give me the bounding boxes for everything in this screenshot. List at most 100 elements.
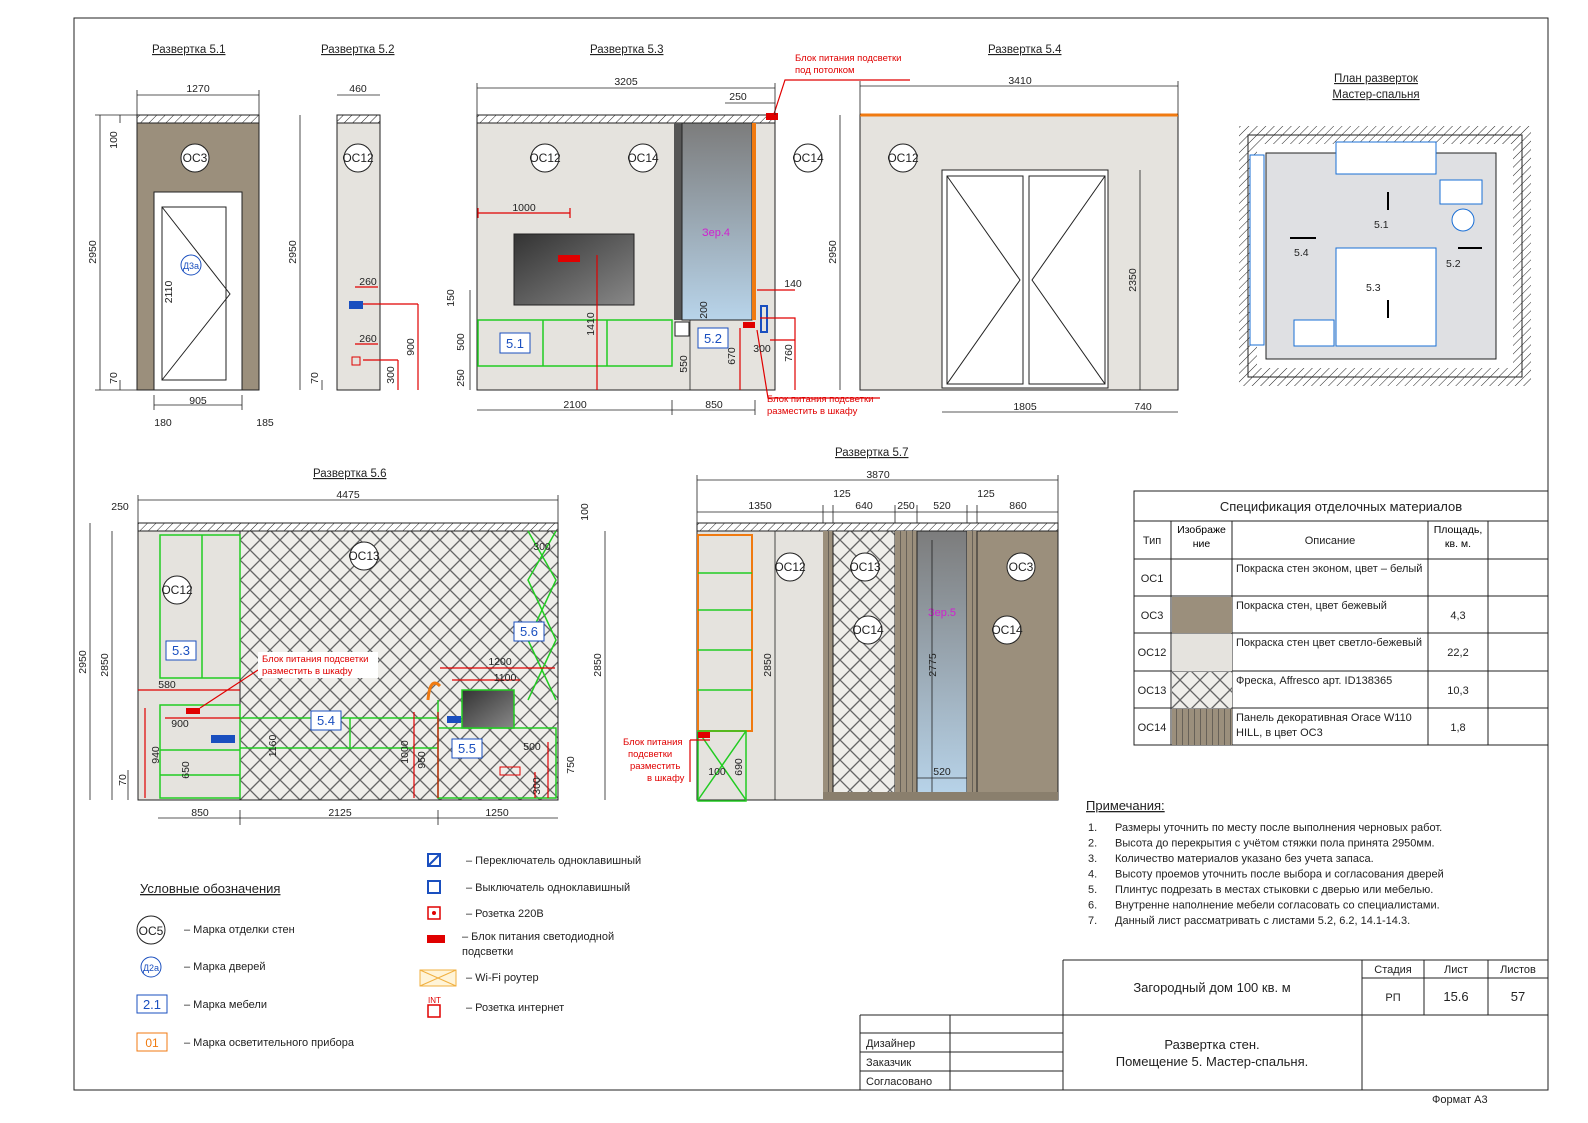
label: ОС14 bbox=[627, 151, 659, 165]
note-item: Данный лист рассматривать с листами 5.2,… bbox=[1115, 915, 1410, 927]
label: 1160 bbox=[267, 735, 279, 758]
label: Блок питания подсветки bbox=[767, 394, 873, 405]
label: разместить в шкафу bbox=[262, 666, 353, 677]
spec-area: 22,2 bbox=[1447, 647, 1468, 659]
label: ОС14 bbox=[792, 151, 824, 165]
finish-mark: ОС3 bbox=[183, 151, 208, 165]
label: 1250 bbox=[485, 807, 509, 819]
legend-power-supply: – Блок питания светодиодной подсветки bbox=[462, 931, 615, 958]
label: ОС12 bbox=[887, 151, 919, 165]
label: Блок питания bbox=[623, 737, 683, 748]
label: Блок питания подсветки bbox=[795, 53, 901, 64]
cabinet bbox=[477, 319, 673, 367]
elevation-title: Развертка 5.1 bbox=[152, 44, 225, 56]
label: 550 bbox=[678, 355, 690, 373]
elevation-title: Развертка 5.4 bbox=[988, 44, 1062, 56]
label: – Розетка интернет bbox=[466, 1002, 564, 1014]
label: 300 bbox=[385, 366, 397, 384]
label: 185 bbox=[256, 417, 274, 429]
label: 2950 bbox=[827, 240, 839, 264]
label: 3410 bbox=[1008, 75, 1032, 87]
label: ОС13 bbox=[849, 560, 881, 574]
note-number: 6. bbox=[1088, 900, 1097, 912]
label: 300 bbox=[531, 777, 543, 795]
label: – Wi-Fi роутер bbox=[466, 972, 539, 984]
note-item: Количество материалов указано без учета … bbox=[1115, 853, 1374, 865]
label: 5.2 bbox=[704, 331, 722, 346]
label: 1100 bbox=[494, 672, 517, 684]
label: ОС12 bbox=[774, 560, 806, 574]
note-number: 1. bbox=[1088, 822, 1097, 834]
label: Зер.5 bbox=[928, 607, 956, 619]
label: ОС13 bbox=[348, 549, 380, 563]
label: 2850 bbox=[592, 653, 604, 677]
label: 300 bbox=[533, 541, 551, 553]
label: 900 bbox=[171, 718, 189, 730]
tv bbox=[513, 233, 635, 306]
note-item: Размеры уточнить по месту после выполнен… bbox=[1115, 822, 1442, 834]
label: 750 bbox=[565, 756, 577, 774]
label: 2100 bbox=[563, 399, 587, 411]
label: 650 bbox=[180, 761, 192, 779]
label: – Марка осветительного прибора bbox=[184, 1037, 355, 1049]
label: 5.5 bbox=[458, 741, 476, 756]
elevation-title: Развертка 5.2 bbox=[321, 44, 394, 56]
label: 760 bbox=[783, 344, 795, 362]
spec-type: ОС13 bbox=[1138, 685, 1167, 697]
label: 460 bbox=[349, 83, 367, 95]
note-number: 7. bbox=[1088, 915, 1097, 927]
label: Формат А3 bbox=[1432, 1094, 1488, 1106]
label: 2125 bbox=[328, 807, 352, 819]
label: 150 bbox=[445, 289, 457, 307]
label: подсветки bbox=[628, 749, 672, 760]
spec-type: ОС14 bbox=[1138, 722, 1167, 734]
label: 180 bbox=[154, 417, 172, 429]
label: 57 bbox=[1511, 989, 1525, 1004]
legend: Условные обозначения ОС5 – Марка отделки… bbox=[136, 853, 641, 1052]
label: 4475 bbox=[336, 489, 360, 501]
label: 1000 bbox=[512, 202, 536, 214]
label: разместить в шкафу bbox=[767, 406, 858, 417]
spec-description: Панель декоративная Orace W110 HILL, в ц… bbox=[1236, 712, 1412, 739]
label: 5.4 bbox=[1294, 247, 1309, 259]
plan-diagram: План разверток Мастер-спальня 5.1 5.2 5.… bbox=[1239, 73, 1531, 386]
elevation-5-7: Развертка 5.7 Зер.5 ОС12 ОС13 ОС14 ОС14 … bbox=[623, 447, 1059, 802]
elevation-title: Развертка 5.3 bbox=[590, 44, 663, 56]
label: 2850 bbox=[99, 653, 111, 677]
spec-type: ОС3 bbox=[1141, 610, 1164, 622]
note-item: Высоту проемов уточнить после выбора и с… bbox=[1115, 869, 1444, 881]
label: 2950 bbox=[287, 240, 299, 264]
label: ОС14 bbox=[852, 623, 884, 637]
label: 580 bbox=[158, 679, 176, 691]
label: Тип bbox=[1143, 535, 1161, 547]
note-number: 5. bbox=[1088, 884, 1097, 896]
label: План разверток bbox=[1334, 73, 1419, 85]
label: 1410 bbox=[585, 312, 597, 336]
note-item: Плинтус подрезать в местах стыковки с дв… bbox=[1115, 884, 1433, 896]
label: 100 bbox=[108, 131, 120, 149]
label: 520 bbox=[933, 766, 951, 778]
label: 260 bbox=[359, 276, 377, 288]
label: 5.2 bbox=[1446, 258, 1461, 270]
label: 5.1 bbox=[506, 336, 524, 351]
note-item: Внутренне наполнение мебели согласовать … bbox=[1115, 900, 1440, 912]
label: – Марка дверей bbox=[184, 961, 266, 973]
label: – Выключатель одноклавишный bbox=[466, 882, 630, 894]
label: 5.3 bbox=[1366, 282, 1381, 294]
label: Развертка стен. bbox=[1164, 1037, 1259, 1052]
label: РП bbox=[1385, 992, 1400, 1004]
label: 2775 bbox=[927, 653, 939, 677]
elevation-5-4: Развертка 5.4 ОС12 3410 2950 2350 1805 7… bbox=[827, 44, 1179, 413]
spec-description: Покраска стен эконом, цвет – белый bbox=[1236, 563, 1423, 575]
label: ОС3 bbox=[1009, 560, 1034, 574]
spec-description: Фреска, Affresco арт. ID138365 bbox=[1236, 675, 1393, 687]
socket-icon bbox=[351, 356, 361, 366]
label: в шкафу bbox=[647, 773, 685, 784]
label: 860 bbox=[1009, 500, 1027, 512]
label: 70 bbox=[117, 774, 129, 786]
label: 5.1 bbox=[1374, 219, 1389, 231]
label: Помещение 5. Мастер-спальня. bbox=[1116, 1054, 1309, 1069]
label: 01 bbox=[145, 1036, 159, 1050]
